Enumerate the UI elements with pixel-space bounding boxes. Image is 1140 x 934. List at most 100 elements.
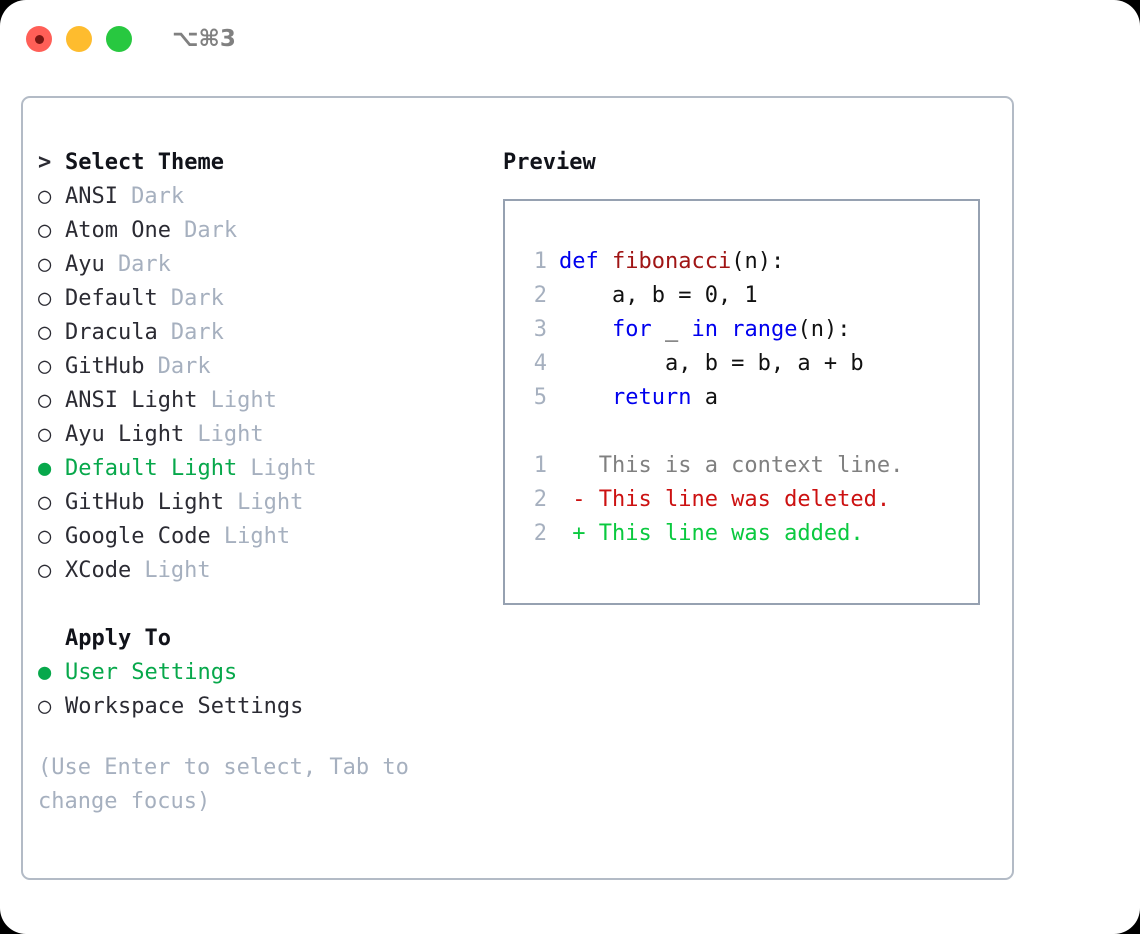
theme-item-label: GitHub Light: [65, 490, 224, 515]
radio-unselected-icon: ○: [38, 218, 52, 243]
code-token: return: [611, 385, 692, 410]
theme-item-google-code[interactable]: ○ Google Code Light: [38, 520, 483, 554]
theme-item-label: Ayu: [65, 252, 105, 277]
radio-unselected-icon: ○: [38, 354, 52, 379]
preview-title: Preview: [503, 150, 596, 175]
code-token: a: [691, 385, 718, 410]
apply-to-header: Apply To: [38, 622, 483, 656]
radio-selected-icon: ●: [38, 660, 52, 685]
theme-item-variant: Light: [144, 558, 211, 583]
radio-unselected-icon: ○: [38, 184, 52, 209]
theme-item-variant: Light: [250, 456, 317, 481]
theme-item-default-light[interactable]: ● Default Light Light: [38, 452, 483, 486]
code-token: fibonacci: [611, 249, 732, 274]
theme-item-variant: Light: [223, 524, 291, 549]
radio-unselected-icon: ○: [38, 524, 52, 549]
traffic-lights: [26, 26, 132, 52]
diff-line-text: This is a context line.: [559, 453, 904, 478]
code-line: 3 for _ in range(n):: [523, 313, 978, 347]
code-token: [559, 385, 612, 410]
line-number: 1: [533, 249, 547, 274]
code-token: _: [651, 317, 692, 342]
theme-item-label: Ayu Light: [65, 422, 185, 447]
diff-line-text: + This line was added.: [559, 521, 864, 546]
theme-item-variant: Dark: [170, 320, 224, 345]
keyboard-hint-text: (Use Enter to select, Tab to change focu…: [38, 755, 409, 814]
apply-to-list: ● User Settings ○Workspace Settings: [38, 656, 483, 724]
line-number: 2: [533, 521, 547, 546]
code-token: (n):: [731, 249, 785, 274]
theme-item-github[interactable]: ○ GitHub Dark: [38, 350, 483, 384]
diff-line-del: 2 - This line was deleted.: [523, 483, 978, 517]
radio-unselected-icon: ○: [38, 252, 52, 277]
maximize-window-icon[interactable]: [106, 26, 132, 52]
theme-item-variant: Dark: [131, 184, 185, 209]
theme-item-default[interactable]: ○ Default Dark: [38, 282, 483, 316]
apply-to-item-label: User Settings: [65, 660, 238, 685]
radio-unselected-icon: ○: [38, 320, 52, 345]
radio-selected-icon: ●: [38, 456, 52, 481]
diff-line-ctx: 1 This is a context line.: [523, 449, 978, 483]
code-token: a, b = b, a + b: [559, 351, 864, 376]
code-token: for: [611, 317, 652, 342]
code-token: [559, 317, 612, 342]
line-number: 2: [533, 283, 547, 308]
radio-unselected-icon: ○: [38, 558, 52, 583]
theme-item-label: Default Light: [65, 456, 238, 481]
code-token: range: [731, 317, 798, 342]
line-number: 2: [533, 487, 547, 512]
radio-unselected-icon: ○: [38, 286, 52, 311]
theme-item-label: XCode: [65, 558, 132, 583]
theme-item-variant: Dark: [170, 286, 224, 311]
theme-item-label: ANSI Light: [65, 388, 198, 413]
diff-line-add: 2 + This line was added.: [523, 517, 978, 551]
theme-item-label: Google Code: [65, 524, 211, 549]
theme-item-ansi[interactable]: ○ ANSI Dark: [38, 180, 483, 214]
apply-to-header-label: Apply To: [65, 626, 171, 651]
theme-item-label: ANSI: [65, 184, 118, 209]
apply-to-item-workspace-settings[interactable]: ○Workspace Settings: [38, 690, 483, 724]
code-diff-separator: [523, 415, 978, 449]
minimize-window-icon[interactable]: [66, 26, 92, 52]
diff-sample: 1 This is a context line.2 - This line w…: [523, 449, 978, 551]
radio-unselected-icon: ○: [38, 694, 52, 719]
title-bar: ⌥⌘3: [0, 0, 1140, 78]
theme-item-label: Dracula: [65, 320, 158, 345]
line-number: 5: [533, 385, 547, 410]
close-dot-icon: [34, 34, 44, 44]
theme-item-dracula[interactable]: ○ Dracula Dark: [38, 316, 483, 350]
theme-item-ansi-light[interactable]: ○ ANSI Light Light: [38, 384, 483, 418]
theme-item-variant: Light: [237, 490, 304, 515]
radio-unselected-icon: ○: [38, 388, 52, 413]
theme-item-variant: Dark: [184, 218, 238, 243]
select-theme-header-label: Select Theme: [65, 150, 224, 175]
line-number: 3: [533, 317, 547, 342]
theme-item-xcode[interactable]: ○ XCode Light: [38, 554, 483, 588]
theme-item-variant: Dark: [117, 252, 171, 277]
keyboard-shortcut-label: ⌥⌘3: [172, 26, 236, 52]
code-line: 4 a, b = b, a + b: [523, 347, 978, 381]
section-spacer: [38, 588, 483, 622]
close-window-icon[interactable]: [26, 26, 52, 52]
apply-to-item-user-settings[interactable]: ● User Settings: [38, 656, 483, 690]
code-token: [718, 317, 731, 342]
theme-item-ayu[interactable]: ○ Ayu Dark: [38, 248, 483, 282]
theme-item-variant: Light: [210, 388, 277, 413]
theme-item-label: GitHub: [65, 354, 145, 379]
code-line: 5 return a: [523, 381, 978, 415]
line-number: 4: [533, 351, 547, 376]
theme-item-label: Default: [65, 286, 158, 311]
theme-item-variant: Light: [197, 422, 264, 447]
theme-item-variant: Dark: [157, 354, 211, 379]
